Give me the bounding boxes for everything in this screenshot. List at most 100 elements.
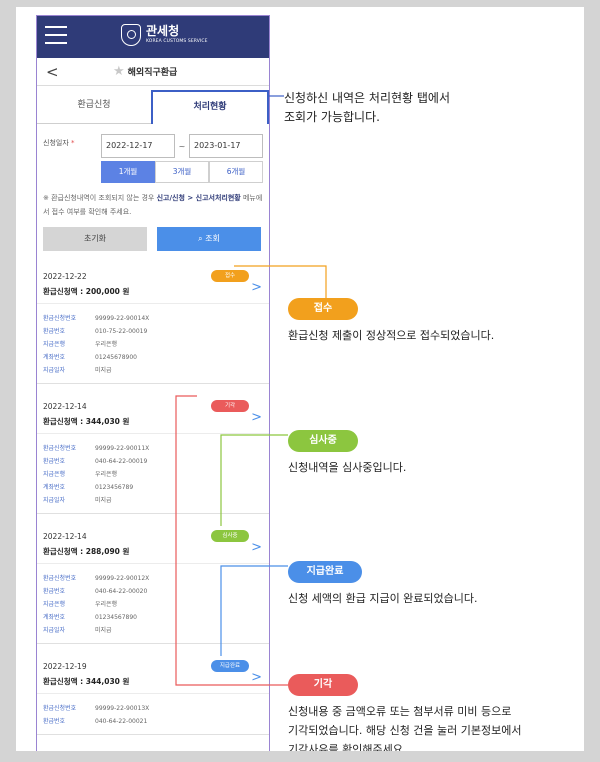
annotation-line: 기각되었습니다. 해당 신청 건을 눌러 기본정보에서: [288, 724, 522, 737]
detail-value: 01234567890: [95, 614, 137, 621]
card-details: 환급신청번호 99999-22-90011X 환급번호 040-64-22-00…: [37, 434, 269, 513]
detail-key: 지급일자: [43, 497, 66, 504]
detail-row: 환급신청번호 99999-22-90014X: [43, 312, 263, 325]
card-header[interactable]: 2022-12-14 환급신청액 : 344,030 원 기각 >: [37, 394, 269, 434]
page-navbar: < ★ 해외직구환급: [37, 58, 269, 86]
detail-row: 환급번호 010-75-22-00019: [43, 325, 263, 338]
detail-row: 계좌번호 01245678900: [43, 351, 263, 364]
period-1-month-button[interactable]: 1개월: [101, 161, 155, 183]
detail-key: 환급번호: [43, 718, 66, 725]
detail-key: 환급신청번호: [43, 315, 77, 322]
status-legend-pill: 지급완료: [288, 561, 362, 583]
annotation-line: 조회가 가능합니다.: [284, 110, 380, 124]
detail-row: 환급번호 040-64-22-00020: [43, 585, 263, 598]
status-badge: 지급완료: [211, 660, 249, 672]
detail-key: 환급신청번호: [43, 705, 77, 712]
detail-row: 계좌번호 01234567890: [43, 611, 263, 624]
period-6-month-button[interactable]: 6개월: [209, 161, 263, 183]
detail-key: 환급번호: [43, 458, 66, 465]
detail-value: 미지급: [95, 627, 112, 634]
detail-key: 계좌번호: [43, 614, 66, 621]
detail-row: 환급신청번호 99999-22-90011X: [43, 442, 263, 455]
chevron-right-icon[interactable]: >: [251, 670, 262, 685]
result-card[interactable]: 2022-12-22 환급신청액 : 200,000 원 접수 > 환급신청번호…: [37, 264, 269, 384]
status-legend-pill: 기각: [288, 674, 358, 696]
card-header[interactable]: 2022-12-14 환급신청액 : 288,090 원 심사중 >: [37, 524, 269, 564]
detail-key: 계좌번호: [43, 354, 66, 361]
tab-bar: 환급신청 처리현황: [37, 90, 269, 124]
search-icon: ⌕: [198, 234, 203, 243]
detail-row: 계좌번호 0123456789: [43, 481, 263, 494]
page-title: ★ 해외직구환급: [113, 63, 177, 79]
card-amount: 환급신청액 : 344,030 원: [43, 677, 130, 686]
status-legend-description: 환급신청 제출이 정상적으로 접수되었습니다.: [288, 326, 494, 345]
card-details: 환급신청번호 99999-22-90014X 환급번호 010-75-22-00…: [37, 304, 269, 383]
detail-value: 010-75-22-00019: [95, 328, 148, 335]
end-date-input[interactable]: 2023-01-17: [189, 134, 263, 158]
notice-text: ※ 환급신청내역이 조회되지 않는 경우 신고/신청 > 신고서처리현황 메뉴에…: [43, 194, 263, 216]
detail-key: 환급번호: [43, 328, 66, 335]
detail-key: 지급은행: [43, 601, 66, 608]
result-card[interactable]: 2022-12-14 환급신청액 : 344,030 원 기각 > 환급신청번호…: [37, 394, 269, 514]
detail-row: 환급신청번호 99999-22-90012X: [43, 572, 263, 585]
menu-icon[interactable]: [45, 26, 67, 46]
card-header[interactable]: 2022-12-22 환급신청액 : 200,000 원 접수 >: [37, 264, 269, 304]
detail-key: 환급신청번호: [43, 575, 77, 582]
detail-value: 040-64-22-00021: [95, 718, 148, 725]
detail-row: 지급은행 우리은행: [43, 468, 263, 481]
detail-row: 환급신청번호 99999-22-90013X: [43, 702, 263, 715]
date-separator: ~: [178, 141, 186, 151]
result-card[interactable]: 2022-12-19 환급신청액 : 344,030 원 지급완료 > 환급신청…: [37, 654, 269, 735]
chevron-right-icon[interactable]: >: [251, 410, 262, 425]
back-icon[interactable]: <: [46, 63, 59, 81]
card-details: 환급신청번호 99999-22-90012X 환급번호 040-64-22-00…: [37, 564, 269, 643]
detail-value: 040-64-22-00019: [95, 458, 148, 465]
chevron-right-icon[interactable]: >: [251, 540, 262, 555]
detail-value: 우리은행: [95, 601, 118, 608]
status-legend-pill: 심사중: [288, 430, 358, 452]
status-badge: 접수: [211, 270, 249, 282]
detail-value: 미지급: [95, 497, 112, 504]
annotation-line: 환급신청 제출이 정상적으로 접수되었습니다.: [288, 329, 495, 342]
detail-key: 환급번호: [43, 588, 66, 595]
card-amount: 환급신청액 : 200,000 원: [43, 287, 130, 296]
detail-key: 환급신청번호: [43, 445, 77, 452]
detail-row: 환급번호 040-64-22-00019: [43, 455, 263, 468]
detail-row: 지급일자 미지급: [43, 494, 263, 507]
detail-key: 지급은행: [43, 341, 66, 348]
detail-row: 지급은행 우리은행: [43, 338, 263, 351]
detail-key: 지급은행: [43, 471, 66, 478]
reset-button[interactable]: 초기화: [43, 227, 147, 251]
tab-status[interactable]: 처리현황: [151, 90, 269, 124]
period-selector: 1개월 3개월 6개월: [101, 161, 269, 183]
status-badge: 심사중: [211, 530, 249, 542]
card-date: 2022-12-14: [43, 532, 87, 541]
card-header[interactable]: 2022-12-19 환급신청액 : 344,030 원 지급완료 >: [37, 654, 269, 694]
detail-value: 미지급: [95, 367, 112, 374]
annotation-line: 신청내용 중 금액오류 또는 첨부서류 미비 등으로: [288, 705, 512, 718]
status-legend-description: 신청내역을 심사중입니다.: [288, 458, 406, 477]
detail-key: 지급일자: [43, 367, 66, 374]
card-details: 환급신청번호 99999-22-90013X 환급번호 040-64-22-00…: [37, 694, 269, 734]
card-date: 2022-12-19: [43, 662, 87, 671]
status-badge: 기각: [211, 400, 249, 412]
start-date-input[interactable]: 2022-12-17: [101, 134, 175, 158]
result-card[interactable]: 2022-12-14 환급신청액 : 288,090 원 심사중 > 환급신청번…: [37, 524, 269, 644]
detail-row: 환급번호 040-64-22-00021: [43, 715, 263, 728]
detail-row: 지급일자 미지급: [43, 364, 263, 377]
detail-value: 01245678900: [95, 354, 137, 361]
star-icon[interactable]: ★: [113, 63, 125, 79]
customs-logo[interactable]: 관세청 KOREA CUSTOMS SERVICE: [121, 24, 208, 46]
status-legend-pill: 접수: [288, 298, 358, 320]
tab-apply[interactable]: 환급신청: [37, 90, 151, 124]
period-3-month-button[interactable]: 3개월: [155, 161, 209, 183]
guide-canvas: 관세청 KOREA CUSTOMS SERVICE < ★ 해외직구환급 환급신…: [16, 7, 584, 751]
chevron-right-icon[interactable]: >: [251, 280, 262, 295]
search-button[interactable]: ⌕ 조회: [157, 227, 261, 251]
org-sub: KOREA CUSTOMS SERVICE: [146, 39, 208, 44]
detail-value: 99999-22-90014X: [95, 315, 150, 322]
detail-key: 지급일자: [43, 627, 66, 634]
action-buttons: 초기화 ⌕ 조회: [43, 227, 263, 251]
